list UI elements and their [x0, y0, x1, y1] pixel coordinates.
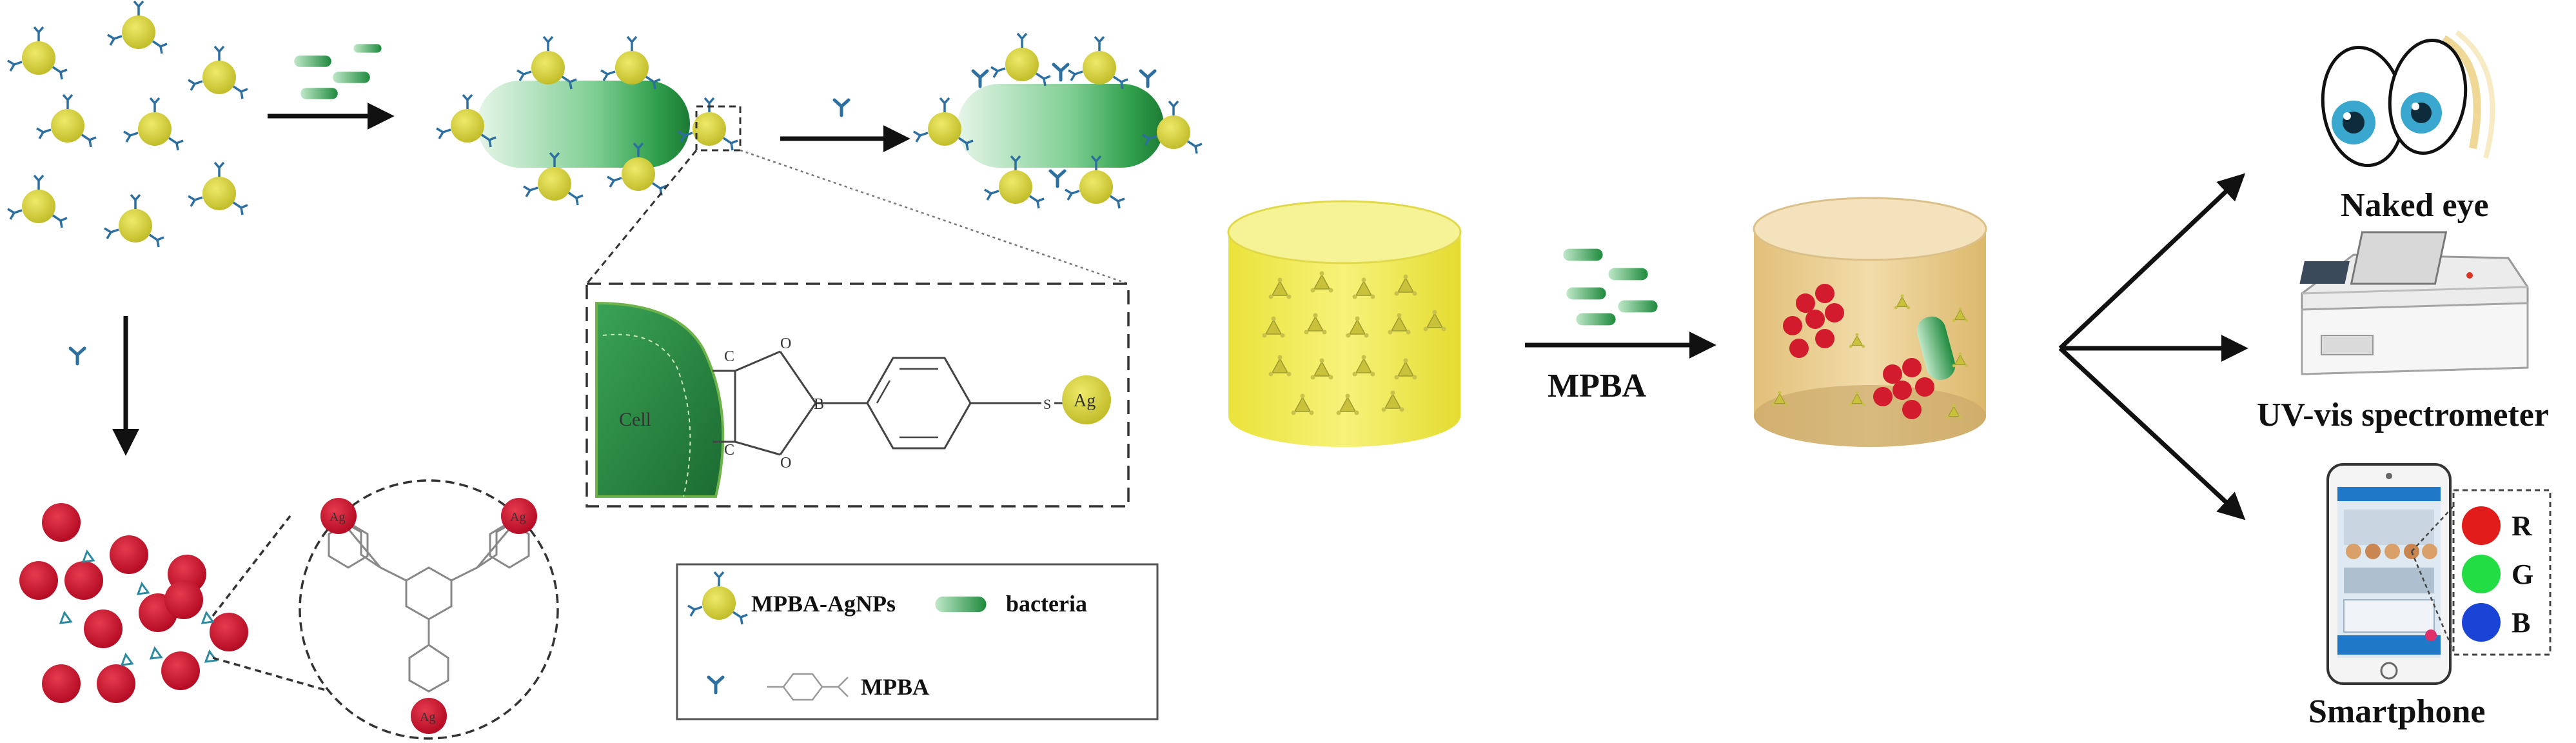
chem-c1: C: [724, 348, 734, 365]
rgb-b: B: [2512, 607, 2530, 639]
legend-bacteria: bacteria: [1006, 591, 1087, 617]
aggregated-particles: [1771, 284, 1969, 419]
chem-c2: C: [724, 442, 734, 459]
add-mpba-step-top: [780, 100, 910, 152]
bacterium-with-agnps: [435, 35, 742, 206]
smartphone-icon: [2326, 463, 2452, 685]
bacterium-mpba-coated: [912, 32, 1203, 210]
legend-mpba: MPBA: [861, 674, 929, 700]
beaker-tan: [1753, 197, 1987, 447]
chem-s: S: [1043, 396, 1051, 412]
rgb-g: G: [2512, 559, 2533, 590]
trimer-zoom-circle: Ag Ag Ag: [299, 479, 559, 740]
ag-label-trimer-1: Ag: [329, 510, 345, 524]
beaker-yellow: [1227, 200, 1462, 447]
rgb-readout: R G B: [2410, 489, 2551, 656]
add-mpba-step-down: [70, 316, 139, 456]
ag-label-trimer-3: Ag: [420, 710, 435, 724]
ag-label-zoom: Ag: [1074, 391, 1096, 411]
chem-b: B: [814, 396, 824, 413]
chem-o2: O: [780, 455, 791, 471]
dispersed-agnps: [6, 0, 249, 248]
uv-vis-label: UV-vis spectrometer: [2257, 397, 2549, 433]
add-bacteria-step: [268, 44, 395, 130]
chem-o1: O: [780, 335, 791, 352]
eye-icon: [2321, 30, 2495, 168]
cell-label: Cell: [619, 409, 651, 430]
detection-arrows: [2058, 173, 2248, 520]
rgb-r: R: [2512, 510, 2533, 542]
legend: MPBA-AgNPs bacteria MPBA: [676, 563, 1159, 720]
ag-label-trimer-2: Ag: [510, 510, 526, 524]
spectrometer-icon: [2299, 231, 2529, 375]
add-bacteria-mpba-step: MPBA: [1525, 248, 1716, 404]
smartphone-label: Smartphone: [2308, 693, 2485, 730]
mpba-arrow-label: MPBA: [1548, 368, 1647, 404]
boronate-ester-zoom: Cell C C O O B S Ag: [585, 149, 1130, 508]
naked-eye-label: Naked eye: [2341, 187, 2489, 224]
legend-mpba-agnps: MPBA-AgNPs: [751, 591, 896, 617]
